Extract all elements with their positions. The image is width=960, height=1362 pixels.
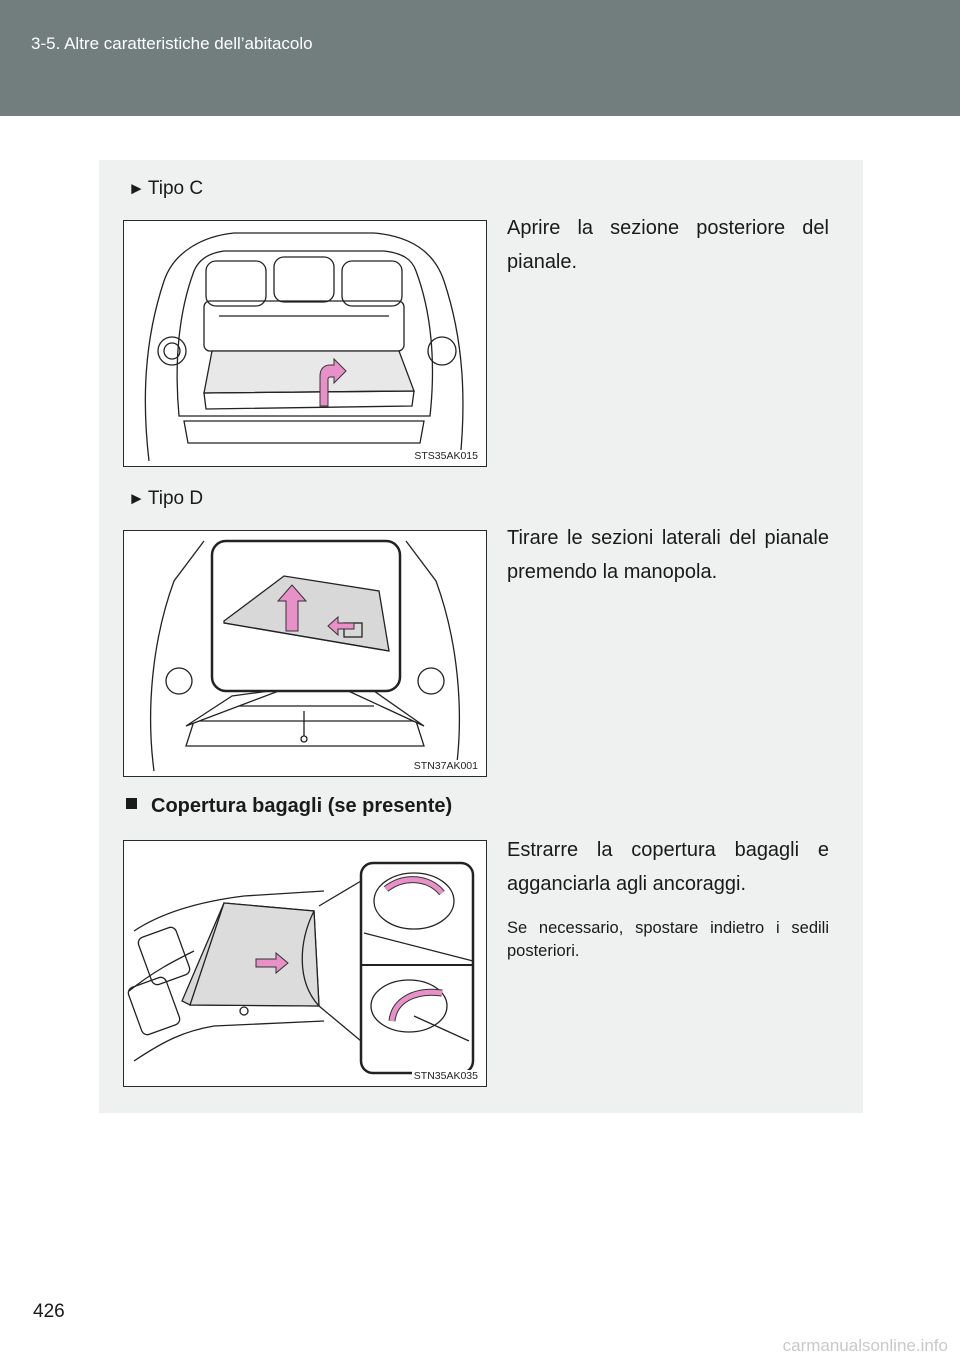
watermark: carmanualsonline.info — [782, 1336, 948, 1355]
figure-code: STN37AK001 — [411, 760, 480, 772]
cargo-cover-note: Se necessario, spostare indietro i sedil… — [507, 919, 829, 960]
section-title: 3-5. Altre caratteristiche dell’abitacol… — [31, 34, 313, 53]
figure-type-d-side-sections: STN37AK001 — [123, 530, 487, 777]
type-c-label: Tipo C — [147, 178, 204, 199]
type-c-text: Aprire la sezione posteriore del pianale… — [507, 217, 829, 273]
type-d-label-row: ►Tipo D — [128, 488, 203, 510]
cargo-cover-heading-row: Copertura bagagli (se presente) — [126, 795, 452, 818]
type-c-label-row: ►Tipo C — [128, 178, 203, 200]
type-d-label: Tipo D — [147, 488, 204, 509]
figure-type-c-trunk-board: STS35AK015 — [123, 220, 487, 467]
page-number: 426 — [33, 1301, 65, 1322]
cargo-cover-heading: Copertura bagagli (se presente) — [151, 795, 453, 817]
type-d-text: Tirare le sezioni laterali del pianale p… — [507, 527, 829, 583]
figure-code: STN35AK035 — [411, 1070, 480, 1082]
page-header: 3-5. Altre caratteristiche dell’abitacol… — [0, 0, 960, 116]
triangle-right-icon: ► — [128, 179, 145, 198]
cargo-cover-text: Estrarre la copertura bagagli e aggancia… — [507, 839, 829, 895]
triangle-right-icon: ► — [128, 489, 145, 508]
figure-code: STS35AK015 — [412, 450, 480, 462]
figure-cargo-cover: STN35AK035 — [123, 840, 487, 1087]
square-bullet-icon — [126, 798, 137, 809]
